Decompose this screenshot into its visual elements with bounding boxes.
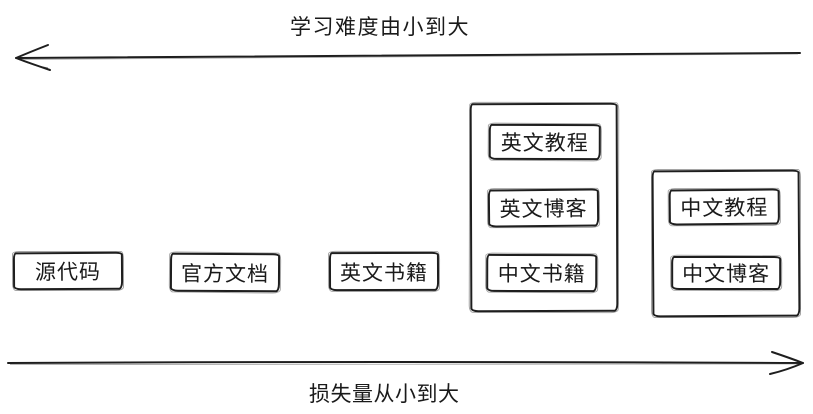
node-english-books: 英文书籍 (328, 251, 440, 292)
node-official-docs: 官方文档 (169, 252, 281, 293)
node-chinese-books-label: 中文书籍 (497, 262, 586, 287)
group-chinese-tutorial-blog: 中文教程 中文博客 (651, 169, 801, 318)
node-chinese-blog: 中文博客 (671, 255, 782, 291)
node-source-code-label: 源代码 (34, 260, 102, 285)
left-arrow-icon (15, 44, 801, 71)
bottom-axis-label: 损失量从小到大 (309, 383, 460, 406)
node-english-blog: 英文博客 (487, 188, 600, 228)
top-axis-label: 学习难度由小到大 (290, 16, 470, 39)
node-english-tutorial-label: 英文教程 (500, 131, 589, 156)
node-official-docs-label: 官方文档 (180, 262, 270, 286)
node-chinese-books: 中文书籍 (486, 253, 598, 293)
node-source-code: 源代码 (12, 251, 124, 291)
group-english-tutorial-blog-chinese-books: 英文教程 英文博客 中文书籍 (469, 102, 619, 313)
node-english-blog-label: 英文博客 (499, 197, 588, 222)
node-english-books-label: 英文书籍 (339, 261, 429, 285)
node-chinese-tutorial: 中文教程 (668, 188, 780, 226)
node-chinese-tutorial-label: 中文教程 (680, 196, 769, 221)
node-chinese-blog-label: 中文博客 (682, 262, 771, 287)
node-english-tutorial: 英文教程 (488, 123, 601, 161)
right-arrow-icon (7, 351, 804, 375)
